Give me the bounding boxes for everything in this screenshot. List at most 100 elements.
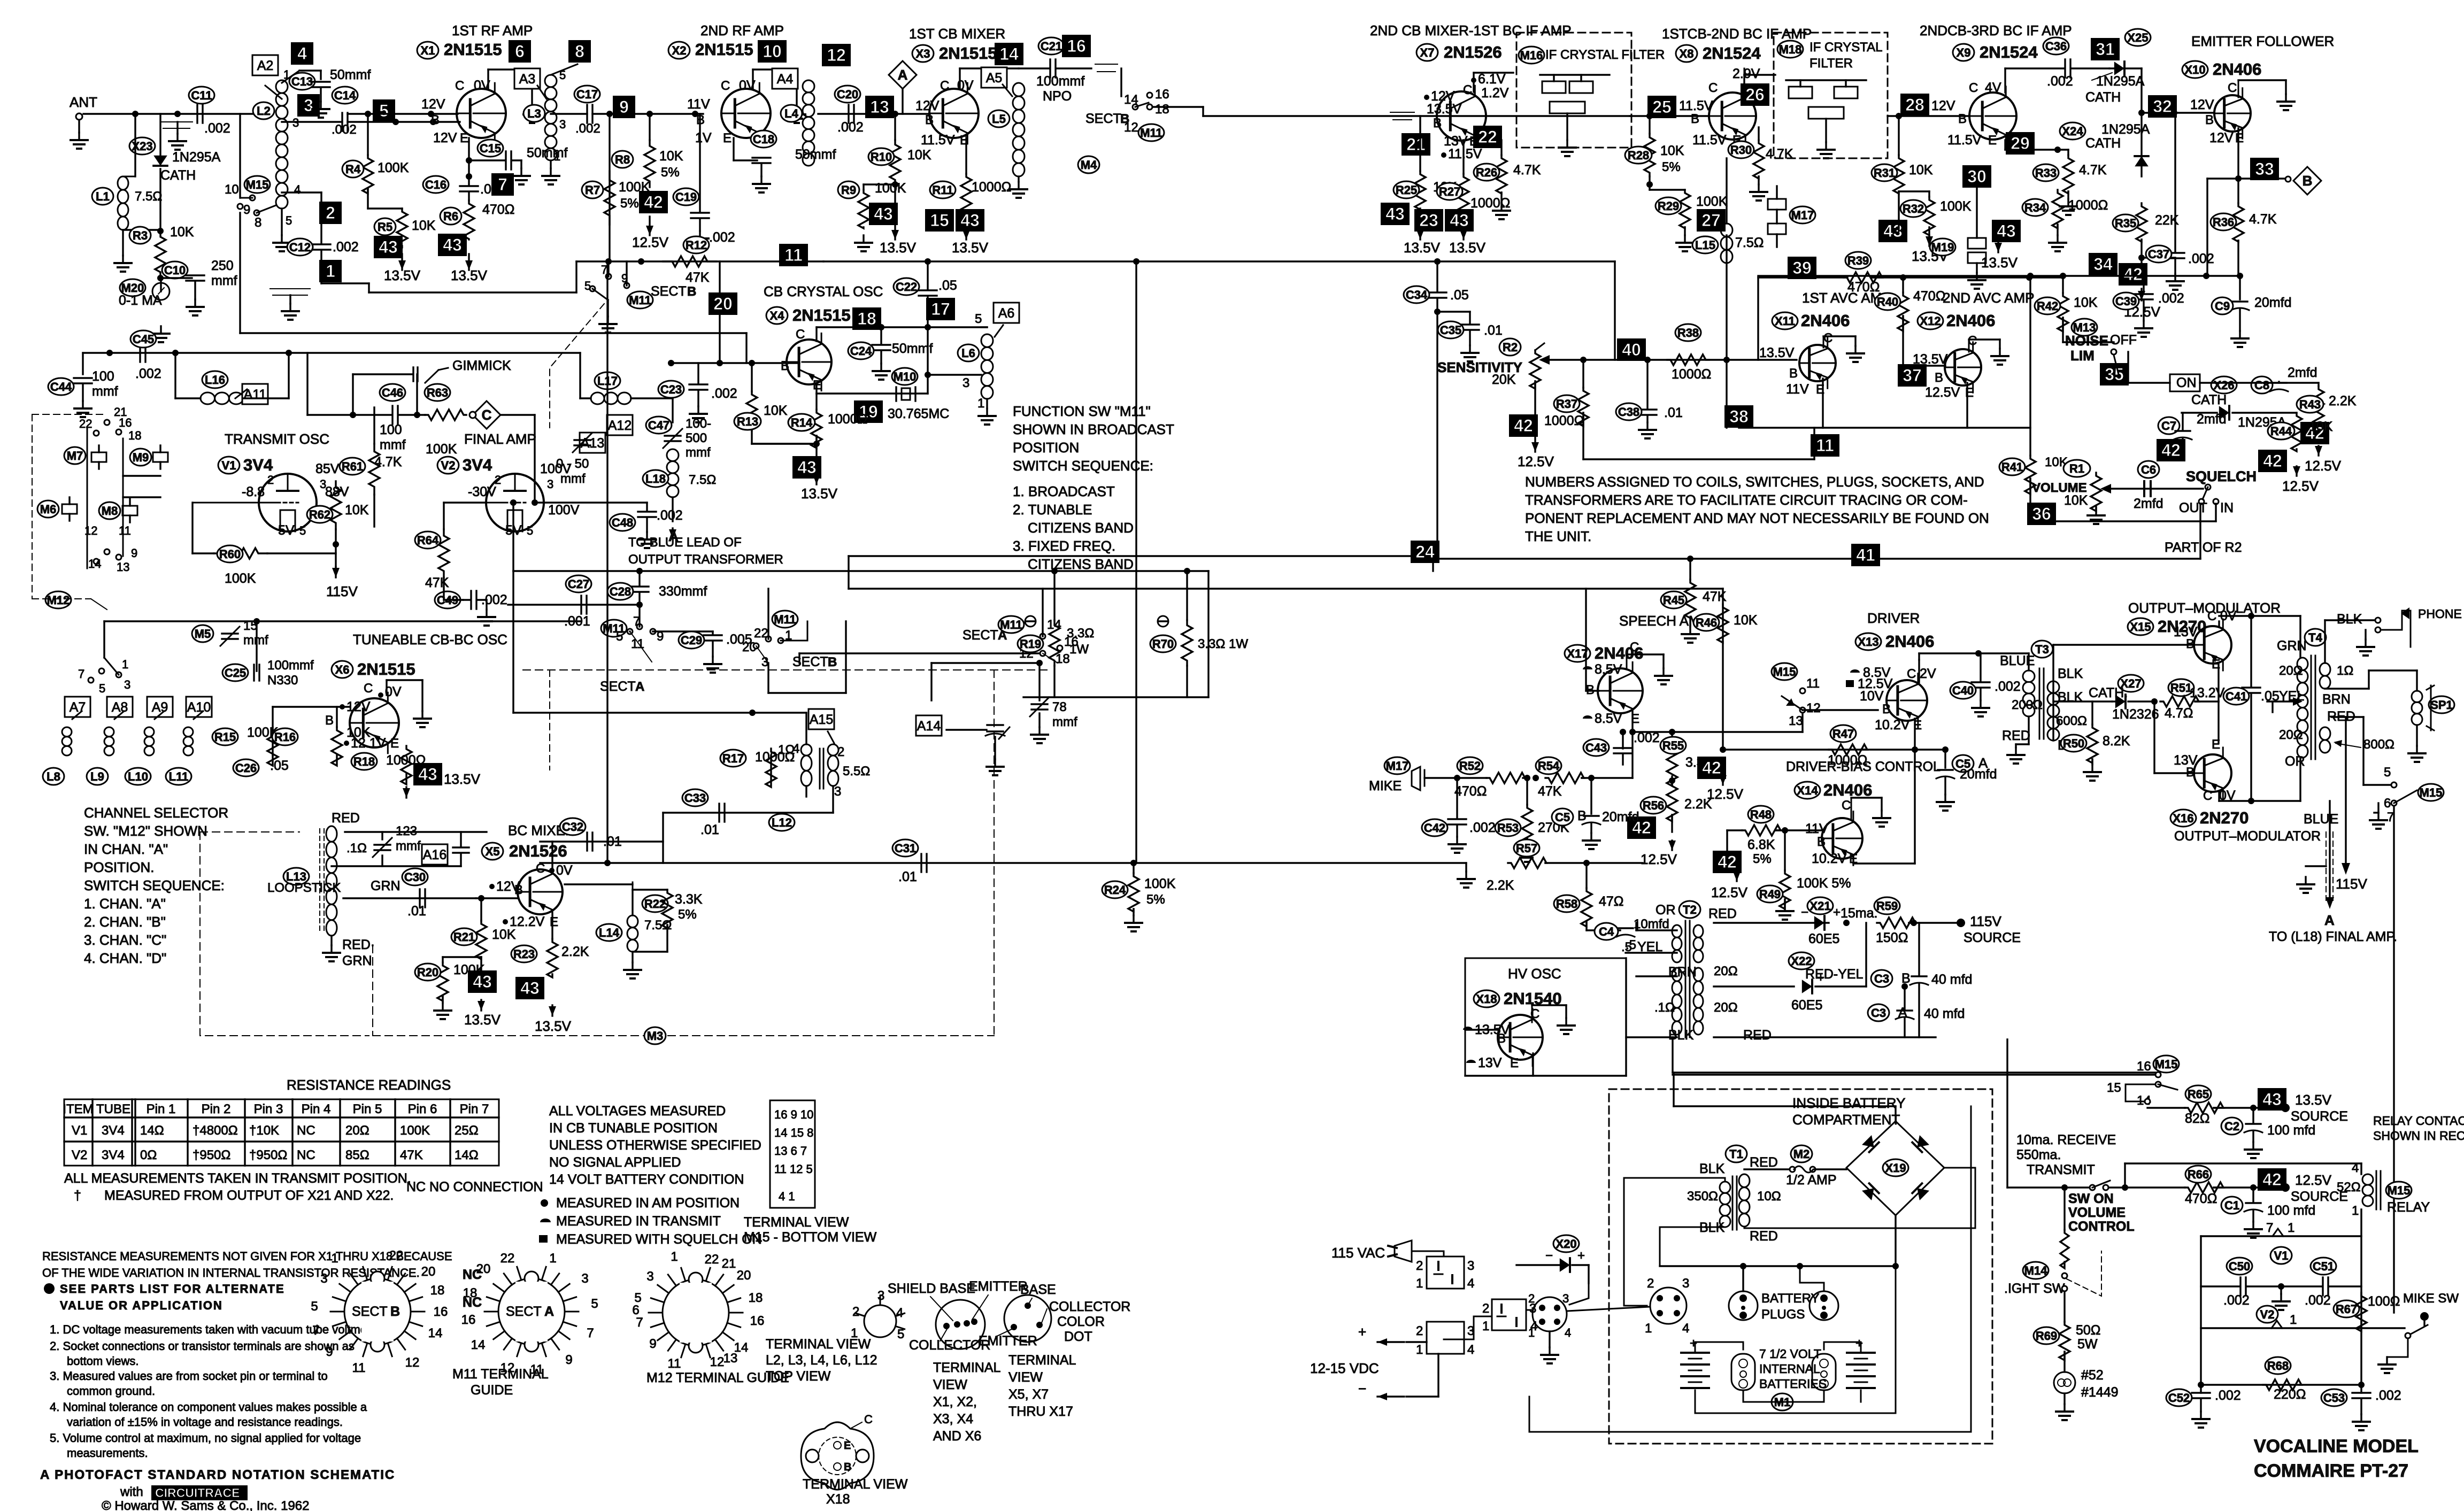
- svg-text:C: C: [1630, 640, 1639, 654]
- svg-text:C45: C45: [133, 333, 154, 346]
- svg-text:100V: 100V: [548, 503, 580, 518]
- svg-text:CB CRYSTAL OSC: CB CRYSTAL OSC: [764, 283, 883, 299]
- svg-text:12-15 VDC: 12-15 VDC: [1310, 1360, 1379, 1376]
- svg-text:C: C: [940, 79, 949, 93]
- svg-text:1N2326: 1N2326: [2112, 707, 2159, 722]
- svg-text:M11: M11: [629, 294, 651, 307]
- svg-text:†950Ω: †950Ω: [249, 1148, 287, 1162]
- svg-text:1: 1: [785, 628, 792, 643]
- svg-text:INSIDE BATTERY: INSIDE BATTERY: [1792, 1095, 1905, 1111]
- svg-text:6.8K: 6.8K: [1747, 837, 1775, 852]
- svg-text:mmf: mmf: [396, 839, 421, 853]
- svg-text:NPO: NPO: [1043, 89, 1072, 104]
- svg-text:B: B: [1577, 808, 1587, 823]
- svg-text:NUMBERS ASSIGNED TO COILS, SWI: NUMBERS ASSIGNED TO COILS, SWITCHES, PLU…: [1525, 474, 1984, 490]
- svg-text:100mmf: 100mmf: [1036, 74, 1084, 89]
- svg-text:42: 42: [2161, 441, 2181, 460]
- svg-text:5: 5: [616, 629, 623, 644]
- svg-text:.002: .002: [2305, 1293, 2331, 1308]
- svg-text:BLK: BLK: [1668, 1028, 1694, 1043]
- svg-text:.IGHT SW: .IGHT SW: [2004, 1281, 2065, 1296]
- svg-text:7: 7: [2266, 1221, 2273, 1235]
- svg-text:2.2K: 2.2K: [561, 944, 589, 959]
- svg-text:330mmf: 330mmf: [659, 584, 707, 599]
- svg-text:B: B: [925, 113, 934, 127]
- svg-text:R39: R39: [1847, 254, 1869, 267]
- svg-text:5: 5: [99, 682, 105, 695]
- svg-text:250: 250: [211, 258, 234, 273]
- svg-text:CONTROL: CONTROL: [2068, 1219, 2135, 1234]
- svg-text:C36: C36: [2045, 40, 2067, 53]
- svg-text:1: 1: [1482, 1319, 1489, 1333]
- svg-text:M5: M5: [195, 627, 211, 641]
- svg-text:X5, X7: X5, X7: [1008, 1387, 1049, 1402]
- svg-text:1000Ω: 1000Ω: [1470, 196, 1510, 211]
- svg-text:550ma.: 550ma.: [2016, 1147, 2061, 1162]
- svg-text:X12: X12: [1920, 314, 1941, 328]
- svg-text:SOURCE: SOURCE: [1964, 930, 2021, 945]
- svg-text:.002: .002: [135, 366, 161, 381]
- svg-text:2mfd: 2mfd: [2197, 412, 2227, 427]
- svg-text:13.5V: 13.5V: [801, 485, 838, 502]
- svg-text:M3: M3: [647, 1029, 664, 1043]
- svg-text:20: 20: [713, 294, 733, 313]
- svg-text:SECT: SECT: [962, 628, 998, 643]
- svg-text:C31: C31: [895, 842, 916, 855]
- svg-text:1.2V: 1.2V: [1481, 86, 1509, 101]
- svg-text:11: 11: [1816, 436, 1834, 455]
- svg-text:†10K: †10K: [249, 1123, 279, 1138]
- svg-text:22: 22: [389, 1248, 404, 1263]
- svg-text:B: B: [390, 1304, 400, 1319]
- svg-text:43: 43: [1450, 211, 1469, 230]
- svg-text:MEASURED IN TRANSMIT: MEASURED IN TRANSMIT: [556, 1214, 721, 1229]
- svg-text:12: 12: [827, 45, 846, 65]
- svg-text:C28: C28: [610, 585, 631, 598]
- svg-text:5: 5: [634, 1291, 641, 1305]
- svg-text:20Ω: 20Ω: [1714, 1000, 1738, 1015]
- svg-text:M9: M9: [133, 451, 149, 464]
- svg-text:42: 42: [1718, 852, 1737, 872]
- svg-text:TO (L18) FINAL AMP.: TO (L18) FINAL AMP.: [2269, 929, 2397, 944]
- svg-text:R40: R40: [1877, 295, 1898, 309]
- svg-text:1: 1: [1416, 1276, 1423, 1291]
- svg-text:85V: 85V: [315, 461, 340, 476]
- svg-text:1: 1: [1645, 1321, 1652, 1336]
- svg-text:43: 43: [418, 765, 437, 784]
- svg-text:3: 3: [1467, 1324, 1474, 1338]
- svg-text:350Ω: 350Ω: [1687, 1189, 1718, 1204]
- svg-text:C: C: [455, 79, 464, 93]
- svg-text:4.7K: 4.7K: [2079, 163, 2107, 178]
- svg-text:C19: C19: [675, 190, 697, 204]
- svg-text:15: 15: [243, 619, 258, 633]
- svg-text:10K: 10K: [2064, 493, 2088, 508]
- svg-text:R58: R58: [1556, 897, 1577, 911]
- svg-text:C11: C11: [191, 89, 212, 102]
- svg-text:M8: M8: [102, 504, 118, 518]
- svg-text:C26: C26: [235, 761, 257, 775]
- svg-text:1N295A: 1N295A: [2101, 122, 2150, 137]
- svg-text:M11: M11: [1000, 618, 1022, 631]
- svg-text:V2: V2: [441, 459, 456, 472]
- svg-text:X8: X8: [1680, 47, 1694, 60]
- svg-text:C27: C27: [568, 577, 589, 591]
- svg-text:B: B: [844, 1461, 851, 1473]
- svg-text:C: C: [1463, 83, 1472, 97]
- svg-text:SW ON: SW ON: [2068, 1191, 2114, 1206]
- svg-text:IF CRYSTAL: IF CRYSTAL: [1810, 40, 1882, 55]
- svg-text:30.765MC: 30.765MC: [888, 406, 949, 421]
- svg-text:M4: M4: [1081, 158, 1097, 172]
- svg-text:100K: 100K: [1940, 199, 1972, 214]
- svg-text:16: 16: [434, 1305, 448, 1319]
- svg-text:12.1V: 12.1V: [351, 736, 386, 751]
- svg-text:CITIZENS BAND: CITIZENS BAND: [1028, 556, 1134, 572]
- svg-text:L8: L8: [47, 770, 60, 783]
- svg-text:13.5V: 13.5V: [1449, 240, 1486, 256]
- svg-text:BLK: BLK: [2058, 666, 2083, 681]
- svg-text:TERMINAL: TERMINAL: [1008, 1353, 1076, 1368]
- svg-text:2. TUNABLE: 2. TUNABLE: [1013, 502, 1092, 518]
- svg-text:9: 9: [565, 1353, 572, 1367]
- svg-text:C50: C50: [2229, 1260, 2250, 1273]
- svg-text:16: 16: [1067, 36, 1086, 56]
- svg-text:X10: X10: [2184, 63, 2205, 76]
- svg-text:C23: C23: [660, 383, 682, 396]
